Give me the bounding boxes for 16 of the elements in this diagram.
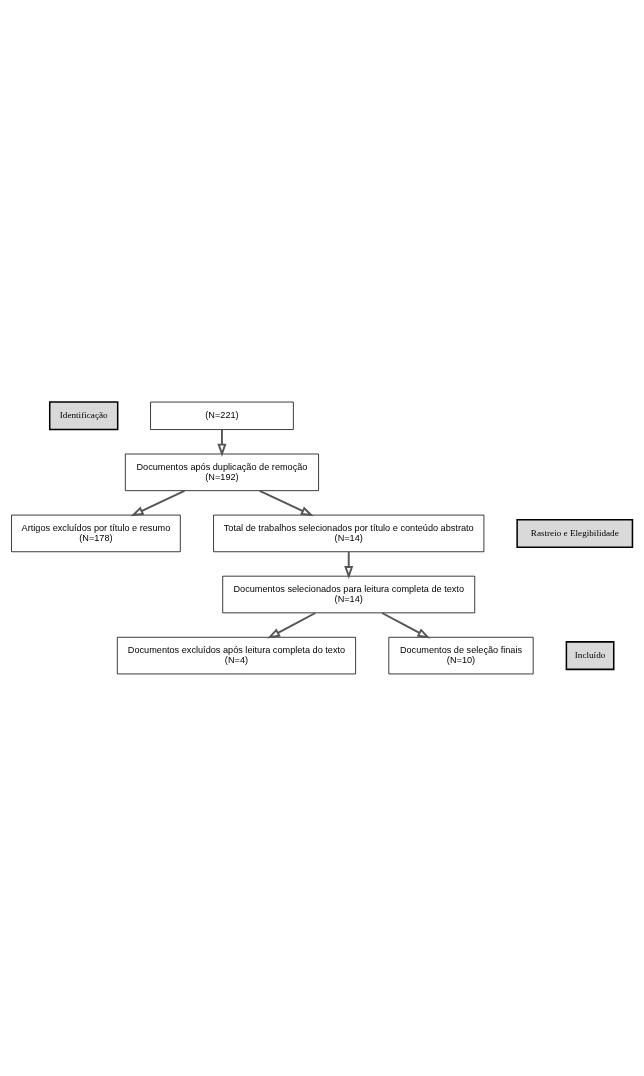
node-box: Total de trabalhos selecionados por título e conteúdo abstrato (N=14) <box>213 514 485 553</box>
arrow <box>381 612 431 639</box>
node-box: Documentos de seleção finais (N=10) <box>388 636 534 675</box>
arrow <box>344 551 354 579</box>
node-box: Identificação <box>48 401 119 431</box>
node-box: Documentos após duplicação de remoção (N=192) <box>124 453 319 492</box>
arrow <box>130 489 186 517</box>
node-box: Rastreio e Elegibilidade <box>516 518 634 548</box>
node-box: Artigos excluídos por título e resumo (N=178) <box>11 514 181 553</box>
arrow <box>258 489 314 517</box>
node-box: Documentos excluídos após leitura completa do texto (N=4) <box>116 636 356 675</box>
arrow <box>267 612 317 639</box>
node-box: Incluído <box>565 641 615 671</box>
node-box: (N=221) <box>150 401 294 430</box>
arrow <box>217 428 227 457</box>
node-box: Documentos selecionados para leitura completa de texto (N=14) <box>222 575 476 614</box>
